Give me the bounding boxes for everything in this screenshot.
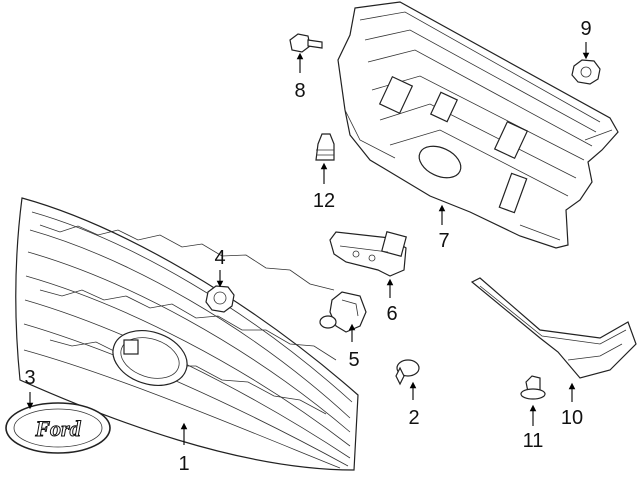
callout-10: 10 <box>561 407 583 429</box>
callout-3: 3 <box>24 367 35 389</box>
callout-5: 5 <box>348 349 359 371</box>
bumper-stop-part-12 <box>315 133 335 161</box>
emblem-lettering: Ford <box>34 416 81 441</box>
front-grille <box>15 197 359 471</box>
callout-11: 11 <box>523 430 544 452</box>
nut-part-9 <box>571 59 601 85</box>
grille-reinforcement-panel <box>337 1 619 249</box>
callout-7: 7 <box>438 230 449 252</box>
retainer-clip-part-11 <box>520 375 546 400</box>
callout-9: 9 <box>580 18 591 40</box>
nut-part-4 <box>205 285 235 313</box>
push-pin-part-2 <box>395 359 420 386</box>
callout-6: 6 <box>386 303 397 325</box>
bolt-part-8 <box>289 33 323 53</box>
leader-arrows <box>26 42 590 445</box>
ford-oval-emblem: Ford <box>5 402 111 454</box>
callout-8: 8 <box>294 80 305 102</box>
callout-4: 4 <box>214 247 225 269</box>
callout-numbers: 1 2 3 4 5 6 7 8 9 10 11 12 <box>24 18 591 475</box>
callout-12: 12 <box>313 190 335 212</box>
bracket-part-6 <box>329 231 407 277</box>
callout-2: 2 <box>408 407 419 429</box>
sensor-part-5 <box>319 291 367 333</box>
callout-1: 1 <box>178 453 189 475</box>
deflector-strip-part-10 <box>470 277 637 379</box>
